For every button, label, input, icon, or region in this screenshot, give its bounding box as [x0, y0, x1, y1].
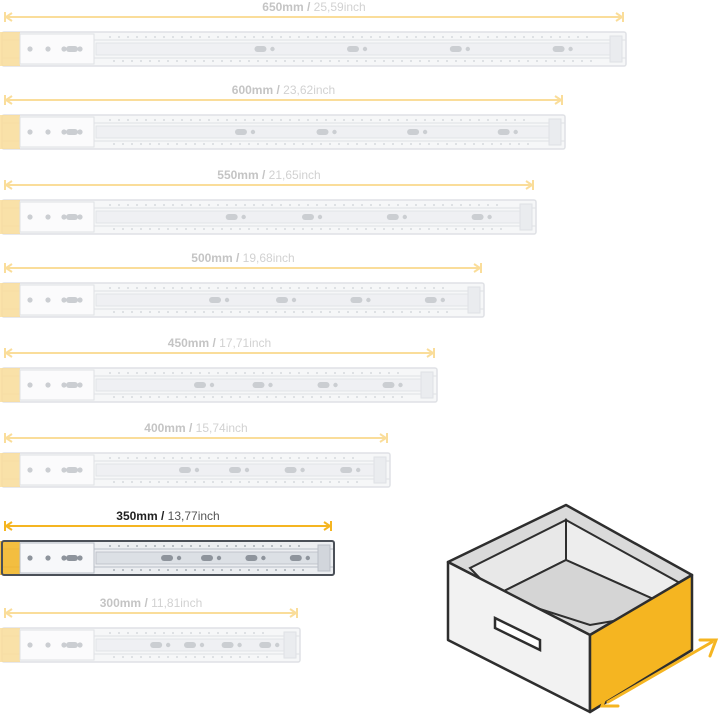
- slide-length-label: 400mm / 15,74inch: [0, 421, 392, 435]
- dimension-arrow-icon: [4, 12, 624, 22]
- slide-rail-body: [0, 452, 391, 488]
- drawer-slide-rail: [0, 31, 627, 67]
- length-inch: 19,68inch: [242, 251, 295, 265]
- length-mm: 300mm: [99, 596, 142, 610]
- length-separator: /: [276, 83, 280, 97]
- drawer-handle-icon: [493, 615, 542, 653]
- length-inch: 15,74inch: [195, 421, 248, 435]
- slide-rail-body: [0, 31, 627, 67]
- slide-option-650mm[interactable]: 650mm / 25,59inch: [0, 0, 628, 86]
- drawer-slide-rail: [0, 199, 537, 235]
- length-separator: /: [235, 251, 240, 265]
- slide-option-450mm[interactable]: 450mm / 17,71inch: [0, 336, 439, 422]
- length-mm: 450mm: [167, 336, 210, 350]
- slide-length-label: 350mm / 13,77inch: [0, 509, 336, 523]
- drawer-slide-rail: [0, 452, 391, 488]
- slide-length-label: 550mm / 21,65inch: [0, 168, 538, 182]
- length-mm: 650mm: [262, 0, 304, 14]
- dimension-arrow-icon: [4, 433, 388, 443]
- slide-rail-body: [0, 627, 301, 663]
- slide-length-label: 450mm / 17,71inch: [0, 336, 439, 350]
- drawer-slide-rail: [0, 627, 301, 663]
- length-mm: 500mm: [191, 251, 233, 265]
- length-mm: 550mm: [217, 168, 259, 182]
- dimension-arrow-icon: [4, 521, 332, 531]
- slide-length-label: 300mm / 11,81inch: [0, 596, 302, 610]
- length-inch: 25,59inch: [313, 0, 366, 14]
- length-inch: 13,77inch: [167, 509, 220, 523]
- dimension-arrow-icon: [4, 608, 298, 618]
- length-mm: 350mm: [116, 509, 158, 523]
- length-mm: 600mm: [231, 83, 274, 97]
- slide-length-label: 650mm / 25,59inch: [0, 0, 628, 14]
- length-inch: 11,81inch: [151, 596, 203, 610]
- slide-length-label: 500mm / 19,68inch: [0, 251, 486, 265]
- slide-rail-body: [0, 282, 485, 318]
- length-separator: /: [212, 336, 216, 350]
- length-separator: /: [188, 421, 193, 435]
- length-separator: /: [306, 0, 311, 14]
- length-separator: /: [160, 509, 165, 523]
- slide-length-label: 600mm / 23,62inch: [0, 83, 567, 97]
- drawer-side-panel: [588, 573, 694, 714]
- drawer-slide-rail: [0, 367, 438, 403]
- drawer-slide-rail: [0, 540, 335, 576]
- slide-option-300mm[interactable]: 300mm / 11,81inch: [0, 596, 302, 682]
- drawer-slide-rail: [0, 114, 566, 150]
- slide-option-550mm[interactable]: 550mm / 21,65inch: [0, 168, 538, 254]
- double-arrow-icon: [599, 638, 719, 708]
- dimension-arrow-icon: [4, 95, 563, 105]
- drawer-icon: [446, 503, 719, 714]
- slide-rail-body: [0, 367, 438, 403]
- dimension-arrow-icon: [4, 263, 482, 273]
- slide-option-600mm[interactable]: 600mm / 23,62inch: [0, 83, 567, 169]
- slide-option-500mm[interactable]: 500mm / 19,68inch: [0, 251, 486, 337]
- slide-option-400mm[interactable]: 400mm / 15,74inch: [0, 421, 392, 507]
- length-inch: 23,62inch: [283, 83, 336, 97]
- dimension-arrow-icon: [4, 348, 435, 358]
- slide-rail-body: [0, 540, 335, 576]
- slide-rail-body: [0, 114, 566, 150]
- slide-rail-body: [0, 199, 537, 235]
- length-inch: 21,65inch: [268, 168, 321, 182]
- slide-option-350mm[interactable]: 350mm / 13,77inch: [0, 509, 336, 595]
- length-separator: /: [261, 168, 266, 182]
- length-separator: /: [144, 596, 148, 610]
- dimension-arrow-icon: [4, 180, 534, 190]
- length-inch: 17,71inch: [219, 336, 272, 350]
- drawer-slide-rail: [0, 282, 485, 318]
- length-mm: 400mm: [144, 421, 186, 435]
